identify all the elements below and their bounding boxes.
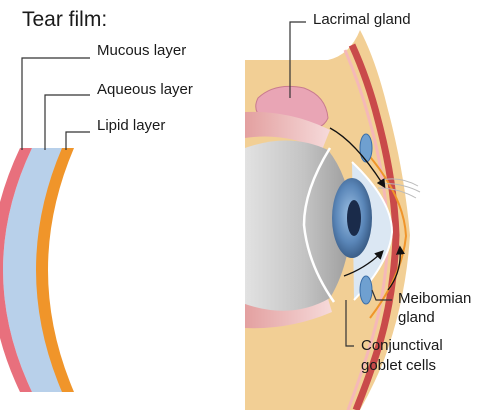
goblet-leader-line [345,300,354,347]
aqueous-leader-line [44,94,90,150]
mucous-layer-label: Mucous layer [97,42,187,59]
eyelid-inner-stripe [348,43,400,410]
tear-film-cross-section [0,148,74,392]
goblet-label-line2: goblet cells [361,357,437,374]
eyeball-globe [245,140,352,311]
upper-meibomian-gland [359,133,373,163]
meibomian-label-line1: Meibomian [398,290,472,307]
corneal-tear-film [365,151,408,319]
tear-flow-arrow-upper [329,127,386,189]
aqueous-layer-band [3,148,62,392]
pupil [347,200,361,236]
lower-meibomian-gland [359,275,373,305]
lacrimal-gland-label: Lacrimal gland [313,11,411,28]
eye-cross-section [245,30,421,410]
eyeball-rim [302,147,336,303]
upper-muscle [245,111,330,150]
goblet-label-line1: Conjunctival [361,337,443,354]
meibomian-label-line2: gland [398,309,435,326]
lacrimal-leader-line [289,21,306,98]
mucous-leader-line [21,57,90,150]
lipid-layer-label: Lipid layer [97,117,166,134]
tear-flow-arrow-right [387,245,406,291]
diagram-title: Tear film: [22,8,108,31]
tear-flow-arrow-lower [343,250,384,277]
lipid-layer-band [35,148,74,392]
meibomian-leader-line [371,289,392,301]
lipid-leader-line [65,131,90,150]
meibomian-gland-label: Meibomian gland [398,289,471,327]
aqueous-layer-label: Aqueous layer [97,81,193,98]
goblet-cells-label: Conjunctival goblet cells [361,336,443,376]
mucous-layer-band [0,148,32,392]
